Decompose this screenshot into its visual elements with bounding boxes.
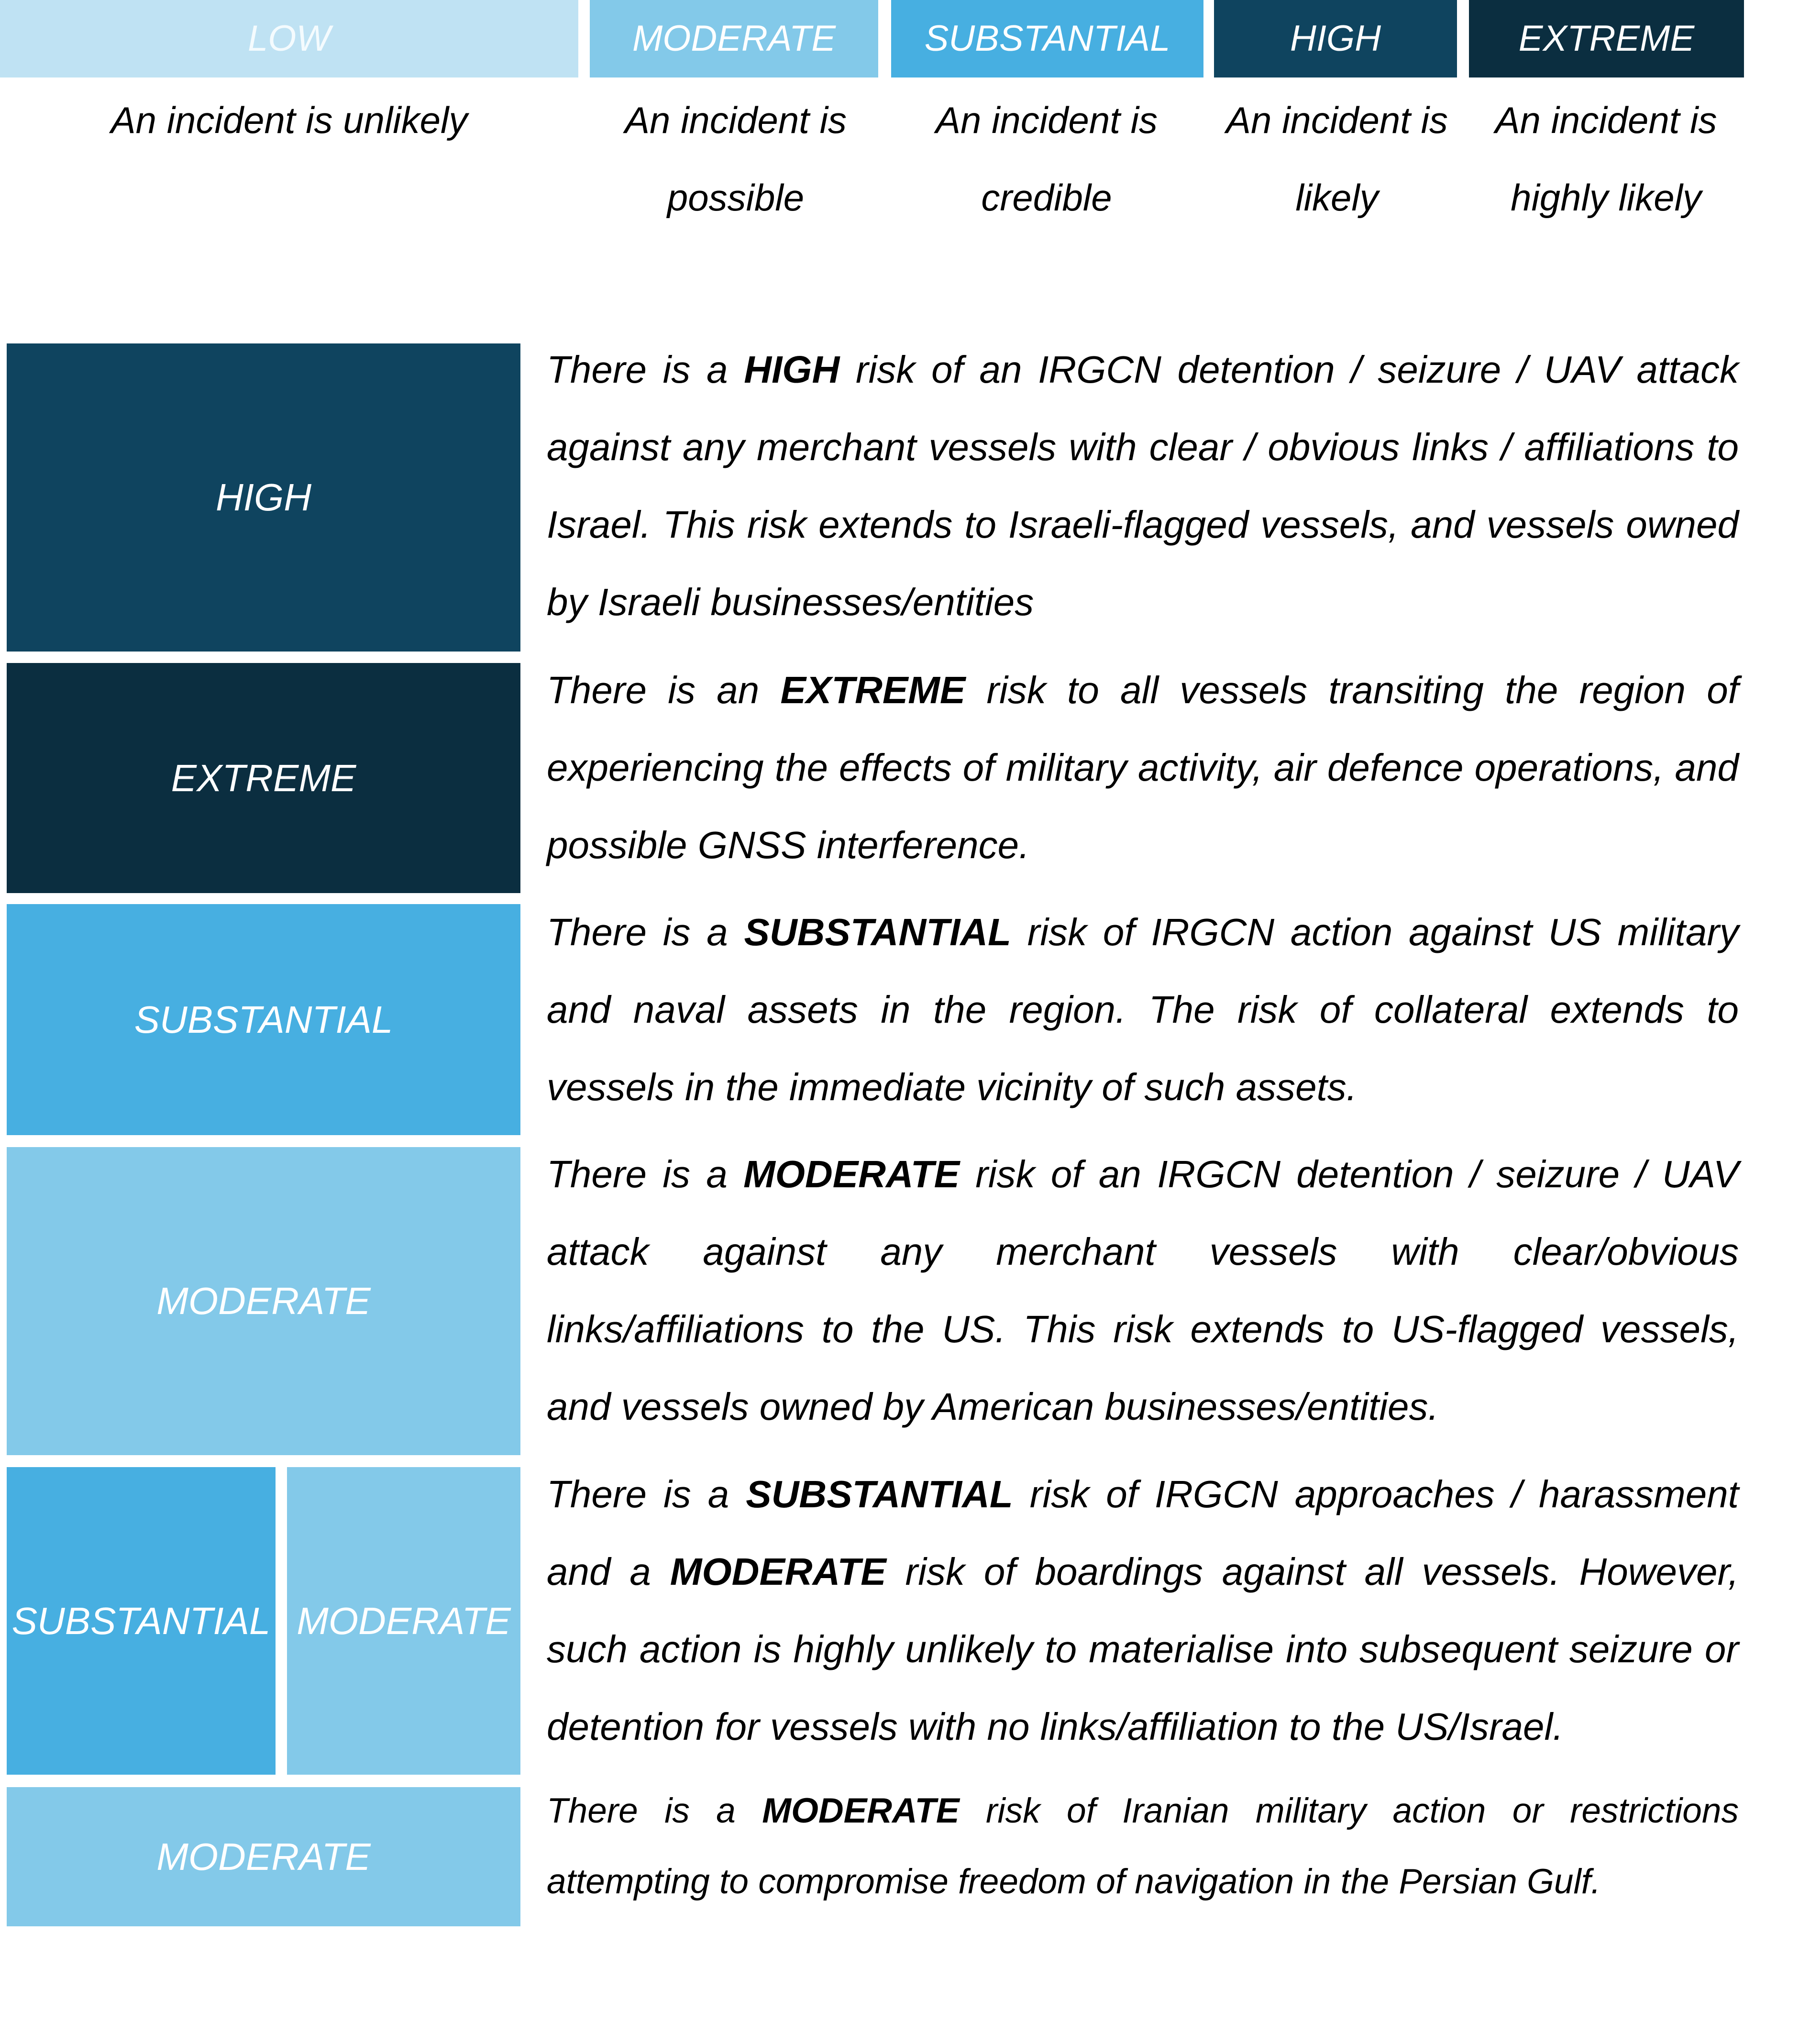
assessment-2-level-box: EXTREME <box>7 663 520 893</box>
scale-high-label: HIGH <box>1290 18 1381 59</box>
scale-moderate-description: An incident is possible <box>625 99 847 219</box>
assessment-4-level-box: MODERATE <box>7 1147 520 1455</box>
assessment-3-level: SUBSTANTIAL <box>134 998 393 1041</box>
assessment-2-level: EXTREME <box>171 756 356 799</box>
assessment-5-text: There is a SUBSTANTIAL risk of IRGCN app… <box>547 1473 1739 1748</box>
scale-high-box: HIGH <box>1214 0 1457 77</box>
assessment-2-text: There is an EXTREME risk to all vessels … <box>547 669 1739 866</box>
scale-low-label: LOW <box>247 18 331 59</box>
assessment-1-level-box: HIGH <box>7 343 520 652</box>
assessment-5-level-a-box: SUBSTANTIAL <box>7 1467 276 1775</box>
assessment-1-level: HIGH <box>216 476 311 519</box>
assessment-3-text: There is a SUBSTANTIAL risk of IRGCN act… <box>547 911 1739 1108</box>
assessment-5-level-a: SUBSTANTIAL <box>11 1599 271 1642</box>
scale-low-description: An incident is unlikely <box>110 99 468 141</box>
scale-substantial-description: An incident is credible <box>936 99 1158 219</box>
assessment-1-text: There is a HIGH risk of an IRGCN detenti… <box>547 348 1739 623</box>
assessment-3-level-box: SUBSTANTIAL <box>7 904 520 1135</box>
scale-extreme-description: An incident is highly likely <box>1495 99 1717 219</box>
assessment-4-text: There is a MODERATE risk of an IRGCN det… <box>547 1153 1739 1428</box>
scale-extreme-box: EXTREME <box>1469 0 1744 77</box>
assessment-5-level-b: MODERATE <box>297 1599 511 1642</box>
scale-high-description: An incident is likely <box>1226 99 1448 219</box>
scale-substantial-label: SUBSTANTIAL <box>924 18 1170 59</box>
assessment-6-level: MODERATE <box>156 1835 371 1878</box>
scale-low-box: LOW <box>0 0 578 77</box>
scale-substantial-box: SUBSTANTIAL <box>891 0 1203 77</box>
threat-scale: LOW MODERATE SUBSTANTIAL HIGH EXTREME An… <box>0 0 1799 268</box>
assessment-5-level-b-box: MODERATE <box>287 1467 520 1775</box>
assessment-6-level-box: MODERATE <box>7 1787 520 1926</box>
scale-moderate-label: MODERATE <box>632 18 836 59</box>
assessment-6-text: There is a MODERATE risk of Iranian mili… <box>547 1791 1739 1901</box>
scale-moderate-box: MODERATE <box>590 0 878 77</box>
scale-extreme-label: EXTREME <box>1518 18 1695 59</box>
assessment-4-level: MODERATE <box>156 1280 371 1322</box>
